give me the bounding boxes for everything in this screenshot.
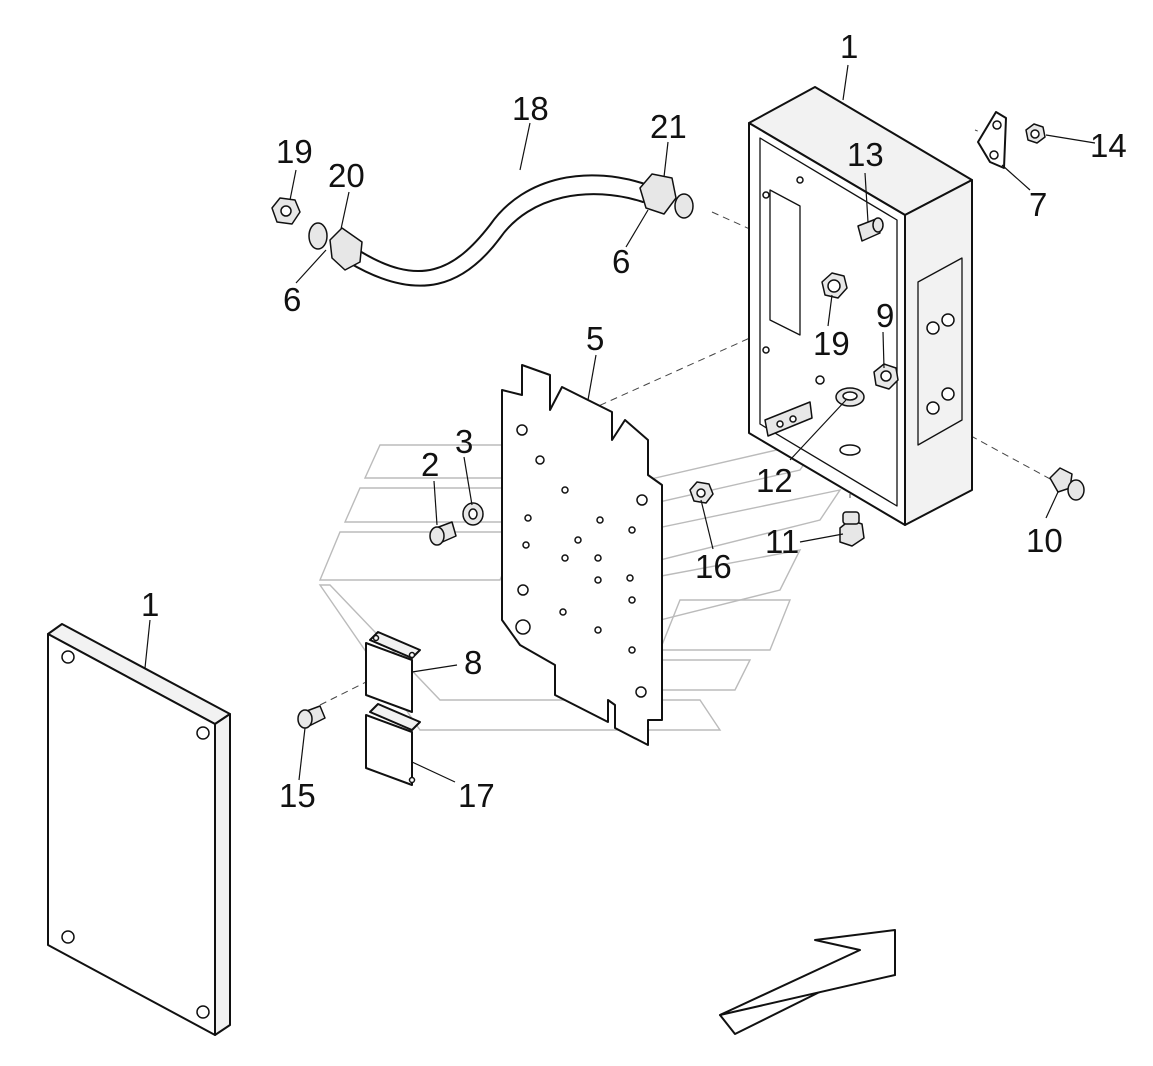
screw-15 <box>297 705 326 729</box>
label-9: 9 <box>876 297 894 334</box>
cover-panel <box>47 623 231 1036</box>
label-17: 17 <box>458 777 495 814</box>
callout-labels: 1 1 2 3 5 6 6 7 8 9 10 11 12 13 14 15 16… <box>141 28 1127 814</box>
label-6-right: 6 <box>612 243 630 280</box>
fitting-21 <box>639 173 694 219</box>
label-10: 10 <box>1026 522 1063 559</box>
mounting-plate-5 <box>501 364 663 746</box>
screw-13 <box>857 217 884 242</box>
label-16: 16 <box>695 548 732 585</box>
connector-10 <box>1049 467 1085 501</box>
nut-19-left <box>271 197 301 225</box>
label-6-left: 6 <box>283 281 301 318</box>
label-20: 20 <box>328 157 365 194</box>
direction-arrow <box>719 929 896 1035</box>
connector-11 <box>839 511 865 547</box>
label-7: 7 <box>1029 186 1047 223</box>
label-2: 2 <box>421 446 439 483</box>
label-18: 18 <box>512 90 549 127</box>
label-8: 8 <box>464 644 482 681</box>
label-box-1: 1 <box>840 28 858 65</box>
label-5: 5 <box>586 320 604 357</box>
enclosure-box <box>748 86 973 526</box>
label-11: 11 <box>765 523 799 560</box>
label-15: 15 <box>279 777 316 814</box>
label-14: 14 <box>1090 127 1127 164</box>
fitting-20 <box>308 222 363 271</box>
lug-7 <box>977 111 1007 169</box>
screw-2 <box>429 521 457 546</box>
nut-14 <box>1025 123 1046 144</box>
nut-19-box <box>821 272 848 299</box>
label-13: 13 <box>847 136 884 173</box>
washer-3 <box>462 502 484 526</box>
label-12: 12 <box>756 462 793 499</box>
nut-16 <box>689 481 714 504</box>
label-cover-1: 1 <box>141 586 159 623</box>
label-19-left: 19 <box>276 133 313 170</box>
relay-8 <box>365 631 421 713</box>
label-3: 3 <box>455 423 473 460</box>
leader-lines <box>144 64 1096 783</box>
label-21: 21 <box>650 108 687 145</box>
watermark-logo <box>318 438 842 731</box>
relay-17 <box>365 703 421 786</box>
label-19-box: 19 <box>813 325 850 362</box>
hose-18 <box>347 174 649 287</box>
grommet-12 <box>835 387 865 407</box>
